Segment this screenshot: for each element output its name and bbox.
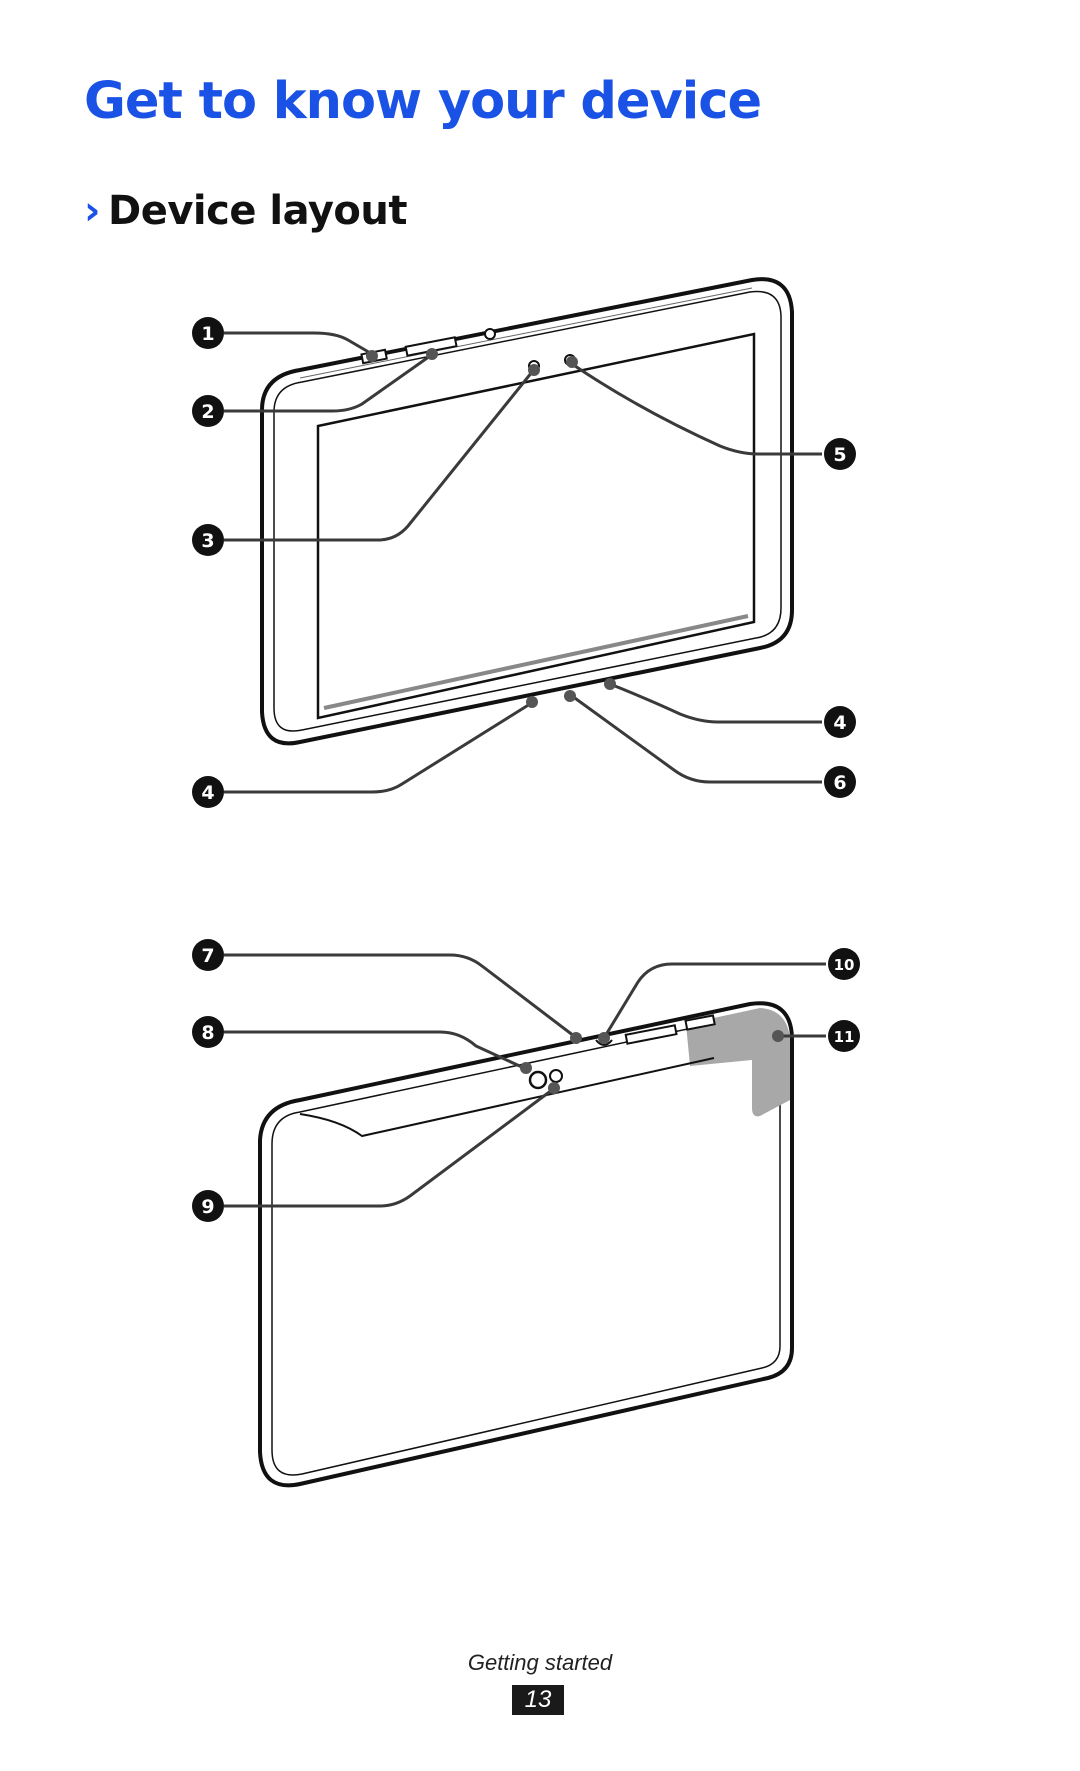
- callout-6: 6: [824, 766, 856, 798]
- callout-10: 10: [828, 948, 860, 980]
- back-volume-button: [624, 1024, 678, 1045]
- back-power-button: [684, 1014, 716, 1031]
- section-title: Device layout: [107, 188, 408, 234]
- callout-3-label: 3: [201, 530, 214, 552]
- back-curve-line: [299, 1057, 715, 1138]
- front-tablet-illustration: [260, 277, 794, 746]
- callout-6-label: 6: [833, 772, 846, 794]
- flash: [549, 1069, 563, 1083]
- callout-2: 2: [192, 395, 224, 427]
- callout-1: 1: [192, 317, 224, 349]
- back-camera-lens: [528, 1070, 548, 1090]
- top-edge-shade: [299, 287, 753, 379]
- headset-jack: [484, 328, 496, 340]
- callout-11-label: 11: [834, 1028, 855, 1046]
- speaker-highlight: [686, 1008, 790, 1117]
- callout-4-left: 4: [192, 776, 224, 808]
- callout-1-label: 1: [201, 323, 214, 345]
- callout-4-right: 4: [824, 706, 856, 738]
- callout-2-label: 2: [201, 401, 214, 423]
- chevron-right-icon: ›: [84, 188, 100, 234]
- callout-8-label: 8: [201, 1022, 214, 1044]
- callout-5-label: 5: [833, 444, 846, 466]
- front-screen: [316, 332, 756, 720]
- callout-7: 7: [192, 939, 224, 971]
- callout-11: 11: [828, 1020, 860, 1052]
- callout-7-label: 7: [201, 945, 214, 967]
- page-number: 13: [512, 1685, 564, 1715]
- callout-8: 8: [192, 1016, 224, 1048]
- back-tablet-illustration: [258, 1001, 794, 1488]
- callout-5: 5: [824, 438, 856, 470]
- callout-9: 9: [192, 1190, 224, 1222]
- device-layout-figure: 1 2 3 4 5 4 6 7 8 9 10 11: [192, 277, 860, 1488]
- callout-10-label: 10: [834, 956, 855, 974]
- antenna-ring: [595, 1039, 613, 1046]
- callout-4-right-label: 4: [833, 712, 846, 734]
- page-title: Get to know your device: [84, 72, 762, 131]
- front-screen-shade: [323, 614, 749, 710]
- front-tablet-inner-rim: [273, 290, 782, 732]
- callout-4-left-label: 4: [201, 782, 214, 804]
- callout-9-label: 9: [201, 1196, 214, 1218]
- callout-3: 3: [192, 524, 224, 556]
- back-tablet-outline: [258, 1001, 794, 1488]
- section-heading: ›Device layout: [84, 188, 408, 234]
- footer-section-label: Getting started: [467, 1650, 613, 1675]
